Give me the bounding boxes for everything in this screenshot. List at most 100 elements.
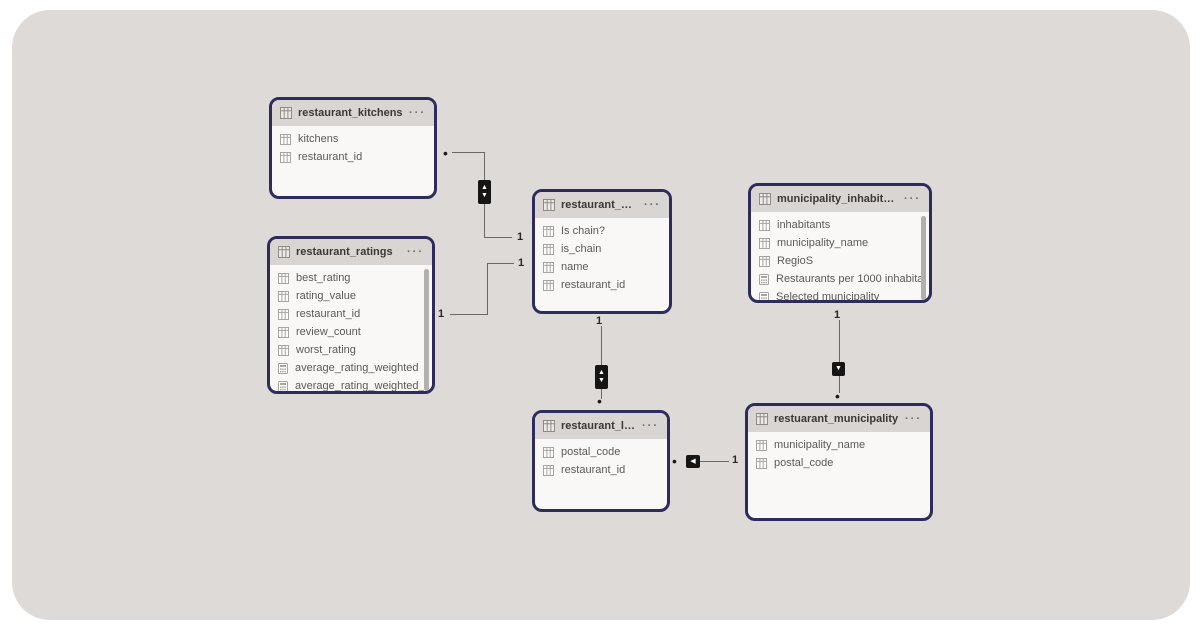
column-icon bbox=[759, 219, 770, 231]
field-row[interactable]: average_rating_weighted_all bbox=[270, 377, 432, 392]
table-icon bbox=[543, 420, 555, 432]
table-icon bbox=[278, 246, 290, 258]
entity-municipality-inhabitants[interactable]: municipality_inhabitants ··· inhabitants… bbox=[748, 183, 932, 303]
field-name: inhabitants bbox=[777, 219, 831, 231]
cardinality-many-dot: • bbox=[443, 145, 448, 161]
scrollbar[interactable] bbox=[921, 216, 926, 300]
scrollbar[interactable] bbox=[424, 269, 429, 391]
more-options-icon[interactable]: ··· bbox=[905, 412, 922, 425]
cross-filter-single-icon[interactable]: ◀ bbox=[686, 455, 700, 468]
more-options-icon[interactable]: ··· bbox=[904, 192, 921, 205]
arrow-down-icon: ▼ bbox=[598, 377, 605, 384]
field-name: average_rating_weighted_all bbox=[295, 380, 424, 392]
relationship-line[interactable] bbox=[839, 320, 840, 393]
field-row[interactable]: municipality_name bbox=[751, 234, 929, 252]
field-name: postal_code bbox=[561, 446, 621, 458]
field-row[interactable]: municipality_name bbox=[748, 436, 930, 454]
model-canvas[interactable]: restaurant_kitchens ··· kitchens restaura… bbox=[12, 10, 1190, 620]
field-row[interactable]: postal_code bbox=[748, 454, 930, 472]
arrow-up-icon: ▲ bbox=[481, 184, 488, 191]
entity-restuarant-municipality[interactable]: restuarant_municipality ··· municipality… bbox=[745, 403, 933, 521]
field-name: Restaurants per 1000 inhabitants bbox=[776, 273, 921, 285]
field-row[interactable]: restaurant_id bbox=[270, 305, 432, 323]
field-row[interactable]: kitchens bbox=[272, 130, 434, 148]
measure-icon bbox=[278, 380, 288, 391]
cross-filter-both-icon[interactable]: ▲ ▼ bbox=[595, 365, 608, 389]
field-name: Is chain? bbox=[561, 225, 606, 237]
table-icon bbox=[759, 193, 771, 205]
column-icon bbox=[543, 225, 554, 237]
field-row[interactable]: is_chain bbox=[535, 240, 669, 258]
relationship-line[interactable] bbox=[487, 263, 514, 264]
more-options-icon[interactable]: ··· bbox=[407, 245, 424, 258]
entity-restaurant-location[interactable]: restaurant_location ··· postal_coderesta… bbox=[532, 410, 670, 512]
column-icon bbox=[278, 290, 289, 302]
field-row[interactable]: inhabitants bbox=[751, 216, 929, 234]
field-name: restaurant_id bbox=[561, 279, 626, 291]
field-row[interactable]: restaurant_id bbox=[535, 276, 669, 294]
cardinality-many-dot: • bbox=[672, 453, 677, 469]
field-row[interactable]: rating_value bbox=[270, 287, 432, 305]
field-row[interactable]: restaurant_id bbox=[535, 461, 667, 479]
column-icon bbox=[278, 344, 289, 356]
entity-title: restaurant_kitchens bbox=[298, 107, 403, 119]
field-row[interactable]: restaurant_id bbox=[272, 148, 434, 166]
field-row[interactable]: Is chain? bbox=[535, 222, 669, 240]
entity-header[interactable]: municipality_inhabitants ··· bbox=[751, 186, 929, 212]
more-options-icon[interactable]: ··· bbox=[409, 106, 426, 119]
entity-header[interactable]: restaurant_ratings ··· bbox=[270, 239, 432, 265]
entity-header[interactable]: restaurant_kitchens ··· bbox=[272, 100, 434, 126]
cardinality-one-label: 1 bbox=[517, 231, 524, 243]
field-row[interactable]: best_rating bbox=[270, 269, 432, 287]
field-row[interactable]: Selected municipality bbox=[751, 288, 929, 303]
field-name: Selected municipality bbox=[776, 291, 880, 303]
column-icon bbox=[756, 457, 767, 469]
field-row[interactable]: RegioS bbox=[751, 252, 929, 270]
cardinality-many-dot: • bbox=[597, 393, 602, 409]
relationship-line[interactable] bbox=[450, 314, 487, 315]
relationship-line[interactable] bbox=[452, 152, 484, 153]
table-icon bbox=[756, 413, 768, 425]
relationship-line[interactable] bbox=[700, 461, 729, 462]
field-row[interactable]: review_count bbox=[270, 323, 432, 341]
field-name: restaurant_id bbox=[296, 308, 361, 320]
relationship-line[interactable] bbox=[487, 263, 488, 315]
entity-header[interactable]: restuarant_municipality ··· bbox=[748, 406, 930, 432]
more-options-icon[interactable]: ··· bbox=[642, 419, 659, 432]
column-icon bbox=[278, 308, 289, 320]
arrow-left-icon: ◀ bbox=[690, 457, 696, 465]
relationship-line[interactable] bbox=[601, 326, 602, 399]
field-name: is_chain bbox=[561, 243, 602, 255]
field-name: municipality_name bbox=[774, 439, 866, 451]
table-icon bbox=[543, 199, 555, 211]
field-row[interactable]: name bbox=[535, 258, 669, 276]
entity-header[interactable]: restaurant_data ··· bbox=[535, 192, 669, 218]
cardinality-one-label: 1 bbox=[732, 454, 739, 466]
field-name: restaurant_id bbox=[298, 151, 363, 163]
column-icon bbox=[280, 151, 291, 163]
field-row[interactable]: worst_rating bbox=[270, 341, 432, 359]
field-name: restaurant_id bbox=[561, 464, 626, 476]
entity-restaurant-kitchens[interactable]: restaurant_kitchens ··· kitchens restaura… bbox=[269, 97, 437, 199]
field-name: rating_value bbox=[296, 290, 356, 302]
more-options-icon[interactable]: ··· bbox=[644, 198, 661, 211]
field-row[interactable]: postal_code bbox=[535, 443, 667, 461]
entity-title: restuarant_municipality bbox=[774, 413, 899, 425]
field-name: average_rating_weighted bbox=[295, 362, 419, 374]
relationship-line[interactable] bbox=[484, 237, 512, 238]
entity-field-list: kitchens restaurant_id bbox=[272, 126, 434, 166]
entity-title: restaurant_ratings bbox=[296, 246, 393, 258]
cross-filter-both-icon[interactable]: ▲ ▼ bbox=[478, 180, 491, 204]
field-row[interactable]: average_rating_weighted bbox=[270, 359, 432, 377]
cross-filter-single-icon[interactable]: ▼ bbox=[832, 362, 845, 376]
measure-icon bbox=[759, 273, 769, 285]
entity-header[interactable]: restaurant_location ··· bbox=[535, 413, 667, 439]
arrow-down-icon: ▼ bbox=[481, 192, 488, 199]
field-row[interactable]: Restaurants per 1000 inhabitants bbox=[751, 270, 929, 288]
cardinality-one-label: 1 bbox=[438, 308, 445, 320]
